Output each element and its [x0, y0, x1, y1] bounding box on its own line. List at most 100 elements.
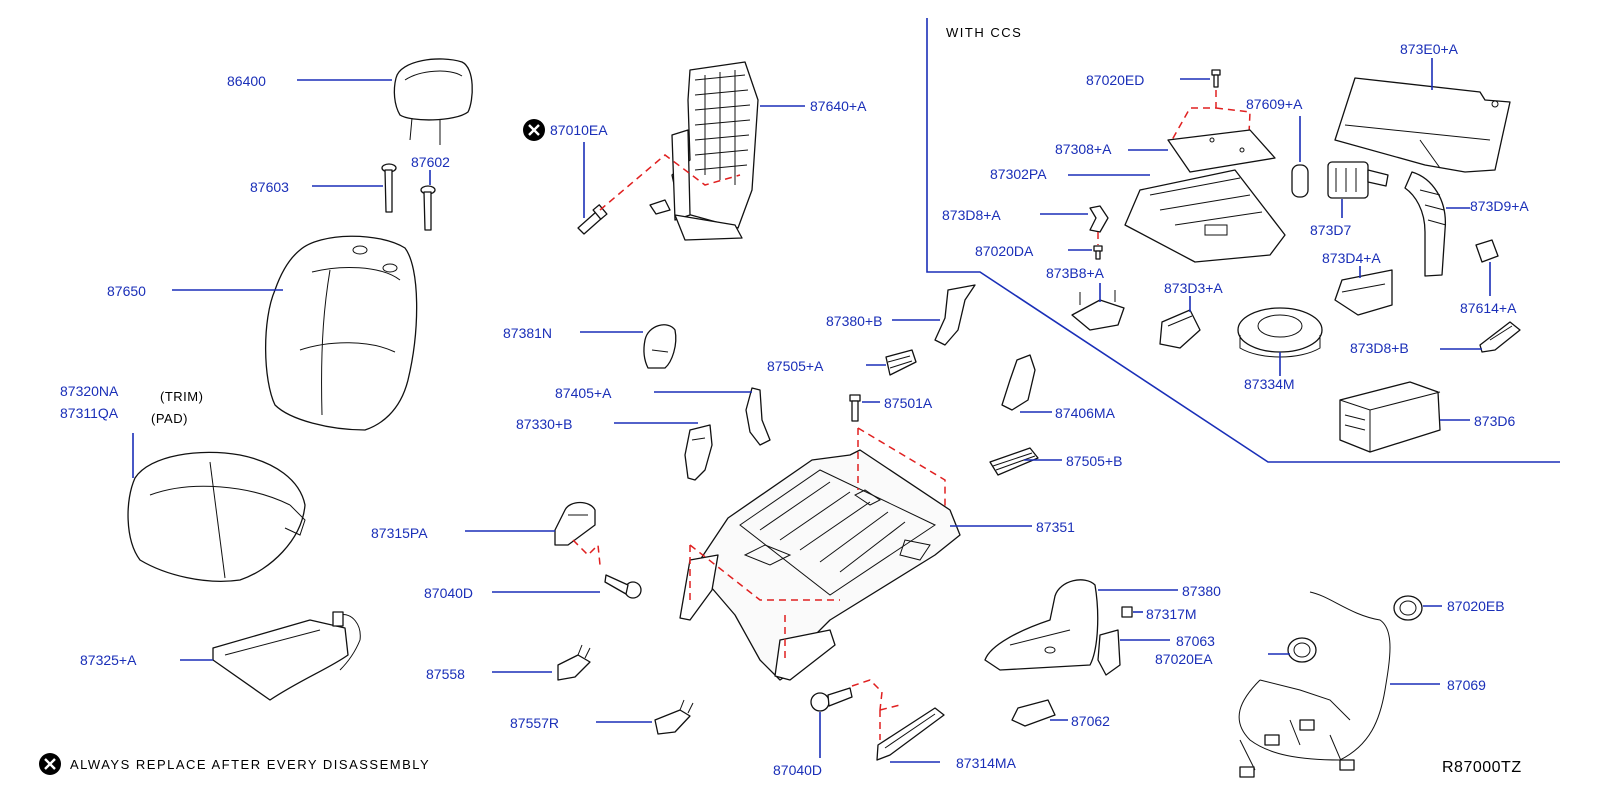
- escutcheon-87063: [1097, 629, 1121, 676]
- label-87317M[interactable]: 87317M: [1146, 606, 1197, 622]
- screw-87040D-bottom: [810, 687, 853, 712]
- label-87325A[interactable]: 87325+A: [80, 652, 137, 668]
- label-873D8A[interactable]: 873D8+A: [942, 207, 1001, 223]
- label-87609A[interactable]: 87609+A: [1246, 96, 1303, 112]
- finisher-87062: [1011, 699, 1056, 727]
- label-873D9A[interactable]: 873D9+A: [1470, 198, 1529, 214]
- label-873B8A[interactable]: 873B8+A: [1046, 265, 1104, 281]
- guide-87602: [420, 185, 436, 231]
- label-87603[interactable]: 87603: [250, 179, 289, 195]
- label-87320NA[interactable]: 87320NA: [60, 383, 119, 399]
- plate-87308A: [1167, 129, 1276, 173]
- label-87405A[interactable]: 87405+A: [555, 385, 612, 401]
- note-text: ALWAYS REPLACE AFTER EVERY DISASSEMBLY: [70, 757, 431, 772]
- duct-873E0A: [1334, 77, 1511, 173]
- label-87311QA[interactable]: 87311QA: [60, 405, 119, 421]
- fan-873D7: [1327, 161, 1389, 199]
- label-87308A[interactable]: 87308+A: [1055, 141, 1112, 157]
- trim-annotation: (TRIM): [160, 389, 204, 404]
- clip-87558: [557, 644, 591, 681]
- label-87315PA[interactable]: 87315PA: [371, 525, 428, 541]
- label-87381N[interactable]: 87381N: [503, 325, 553, 341]
- label-87640A[interactable]: 87640+A: [810, 98, 867, 114]
- seat-cushion-87320NA: [127, 451, 306, 582]
- clip-873D8B: [1479, 321, 1521, 353]
- clip-87020EB: [1393, 595, 1423, 621]
- cover-87381N: [643, 324, 677, 369]
- label-87040D-left[interactable]: 87040D: [424, 585, 474, 601]
- label-87040D-bottom[interactable]: 87040D: [773, 762, 823, 778]
- label-87505A[interactable]: 87505+A: [767, 358, 824, 374]
- label-873D7[interactable]: 873D7: [1310, 222, 1352, 238]
- label-87406MA[interactable]: 87406MA: [1055, 405, 1115, 421]
- cover-87380B: [934, 284, 976, 346]
- screw-87040D-left: [604, 574, 642, 599]
- seatback-frame-87640A: [649, 61, 759, 241]
- finisher-87330B: [684, 424, 713, 481]
- trim-87505B: [989, 447, 1039, 476]
- bolt-87501A: [849, 394, 861, 422]
- duct-873D3A: [1159, 309, 1201, 349]
- label-87010EA[interactable]: 87010EA: [550, 122, 608, 138]
- label-87602[interactable]: 87602: [411, 154, 450, 170]
- label-87020DA[interactable]: 87020DA: [975, 243, 1034, 259]
- diagram-code: R87000TZ: [1442, 759, 1522, 776]
- label-87020EB[interactable]: 87020EB: [1447, 598, 1505, 614]
- label-873D4A[interactable]: 873D4+A: [1322, 250, 1381, 266]
- side-cover-87380: [984, 579, 1099, 671]
- bolt-87020DA: [1093, 245, 1103, 260]
- harness-87069: [1238, 591, 1391, 778]
- duct-873D4A: [1334, 269, 1393, 316]
- label-87614A[interactable]: 87614+A: [1460, 300, 1517, 316]
- headrest-86400: [393, 58, 473, 145]
- label-87380[interactable]: 87380: [1182, 583, 1221, 599]
- blower-87334M: [1237, 307, 1323, 358]
- finisher-87314MA: [876, 707, 945, 761]
- label-87330B[interactable]: 87330+B: [516, 416, 573, 432]
- trim-87505A: [885, 349, 917, 376]
- guide-87603: [381, 163, 397, 213]
- label-87505B[interactable]: 87505+B: [1066, 453, 1123, 469]
- duct-873D9A: [1404, 171, 1447, 277]
- label-873E0A[interactable]: 873E0+A: [1400, 41, 1458, 57]
- ccs-boundary-line: [926, 18, 1560, 463]
- clip-873D8A: [1089, 205, 1109, 233]
- label-873D3A[interactable]: 873D3+A: [1164, 280, 1223, 296]
- knob-87315PA: [554, 501, 596, 546]
- label-87558[interactable]: 87558: [426, 666, 465, 682]
- label-87314MA[interactable]: 87314MA: [956, 755, 1016, 771]
- bracket-873B8A: [1071, 290, 1125, 331]
- clip-87020EA: [1287, 637, 1317, 663]
- label-87020EA[interactable]: 87020EA: [1155, 651, 1213, 667]
- seat-frame-87351: [679, 449, 961, 681]
- label-87020ED[interactable]: 87020ED: [1086, 72, 1145, 88]
- label-873D8B[interactable]: 873D8+B: [1350, 340, 1409, 356]
- label-87380B[interactable]: 87380+B: [826, 313, 883, 329]
- label-87062[interactable]: 87062: [1071, 713, 1110, 729]
- label-87302PA[interactable]: 87302PA: [990, 166, 1047, 182]
- bracket-87302PA: [1124, 169, 1286, 263]
- clip-87557R: [654, 699, 694, 735]
- label-87069[interactable]: 87069: [1447, 677, 1486, 693]
- seatback-trim-87650: [265, 235, 418, 431]
- label-87063[interactable]: 87063: [1176, 633, 1215, 649]
- label-873D6[interactable]: 873D6: [1474, 413, 1516, 429]
- label-87334M[interactable]: 87334M: [1244, 376, 1295, 392]
- label-87501A[interactable]: 87501A: [884, 395, 933, 411]
- pad-87614A: [1475, 239, 1499, 263]
- label-86400[interactable]: 86400: [227, 73, 266, 89]
- label-87650[interactable]: 87650: [107, 283, 146, 299]
- label-87557R[interactable]: 87557R: [510, 715, 560, 731]
- x-circle-icon: [39, 753, 61, 775]
- nut-87317M: [1121, 606, 1133, 618]
- pad-annotation: (PAD): [151, 411, 188, 426]
- bracket-87405A: [745, 387, 771, 446]
- cushion-pan-87325A: [212, 611, 361, 701]
- clip-87609A: [1291, 164, 1309, 198]
- bolt-87020ED: [1211, 69, 1221, 88]
- bracket-87406MA: [1001, 354, 1036, 411]
- label-87351[interactable]: 87351: [1036, 519, 1075, 535]
- section-title: WITH CCS: [946, 25, 1023, 40]
